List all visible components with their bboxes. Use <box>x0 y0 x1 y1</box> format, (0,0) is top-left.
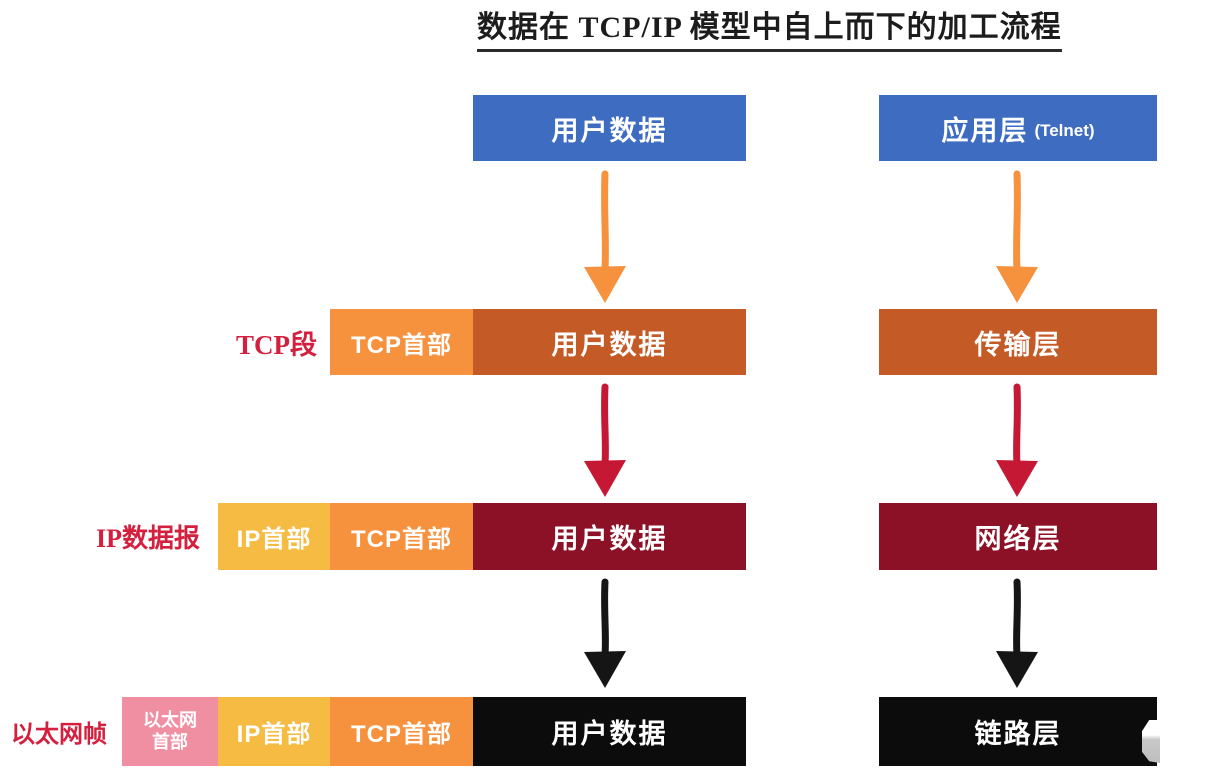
user-data-label: 用户数据 <box>551 115 668 146</box>
arrow-stem <box>601 578 609 659</box>
user-data-box-row3: 用户数据 <box>473 503 746 570</box>
arrow-head <box>584 266 626 303</box>
arrow-head <box>584 651 626 688</box>
arrow-stem <box>1013 383 1021 468</box>
arrow-head <box>996 266 1038 303</box>
down-arrow-black-right <box>996 578 1038 688</box>
tcp-header-box-row2: TCP首部 <box>330 309 473 375</box>
user-data-box-row4: 用户数据 <box>473 697 746 766</box>
ip-header-label: IP首部 <box>236 721 312 748</box>
ethernet-header-line2: 首部 <box>152 731 188 752</box>
ip-datagram-row-label: IP数据报 <box>95 524 200 553</box>
ethernet-header-box: 以太网 首部 <box>122 697 218 766</box>
down-arrow-orange-right <box>996 170 1038 303</box>
tcp-segment-row-label: TCP段 <box>236 329 317 360</box>
network-layer-label: 网络层 <box>974 524 1062 554</box>
user-data-box-row2: 用户数据 <box>473 309 746 375</box>
ethernet-frame-row-label: 以太网帧 <box>11 722 107 748</box>
user-data-label: 用户数据 <box>551 329 668 360</box>
tcp-header-label: TCP首部 <box>351 526 452 553</box>
arrow-stem <box>601 170 609 274</box>
user-data-label: 用户数据 <box>551 524 668 554</box>
down-arrow-red-left <box>584 383 626 497</box>
arrow-stem <box>1013 578 1021 659</box>
arrow-head <box>996 460 1038 497</box>
link-layer-box: 链路层 <box>879 697 1157 766</box>
arrow-head <box>584 460 626 497</box>
transport-layer-label: 传输层 <box>974 329 1062 360</box>
link-layer-label: 链路层 <box>974 719 1062 749</box>
user-data-label: 用户数据 <box>551 719 668 749</box>
tcp-header-label: TCP首部 <box>351 721 452 748</box>
ip-header-box-row3: IP首部 <box>218 503 330 570</box>
diagram-title: 数据在 TCP/IP 模型中自上而下的加工流程 <box>477 2 1062 52</box>
ip-header-label: IP首部 <box>236 526 312 553</box>
application-layer-suffix: (Telnet) <box>1034 120 1095 140</box>
tcp-header-label: TCP首部 <box>351 331 452 359</box>
application-layer-box: 应用层 (Telnet) <box>879 95 1157 161</box>
user-data-box-top: 用户数据 <box>473 95 746 161</box>
application-layer-label: 应用层 <box>941 115 1029 146</box>
down-arrow-black-left <box>584 578 626 688</box>
tcp-header-box-row3: TCP首部 <box>330 503 473 570</box>
ip-header-box-row4: IP首部 <box>218 697 330 766</box>
down-arrow-orange-left <box>584 170 626 303</box>
tcp-header-box-row4: TCP首部 <box>330 697 473 766</box>
down-arrow-red-right <box>996 383 1038 497</box>
arrow-head <box>996 651 1038 688</box>
transport-layer-box: 传输层 <box>879 309 1157 375</box>
arrow-stem <box>601 383 609 468</box>
watermark-shape <box>1142 720 1160 763</box>
arrow-stem <box>1013 170 1021 274</box>
ethernet-header-line1: 以太网 <box>143 709 197 730</box>
network-layer-box: 网络层 <box>879 503 1157 570</box>
